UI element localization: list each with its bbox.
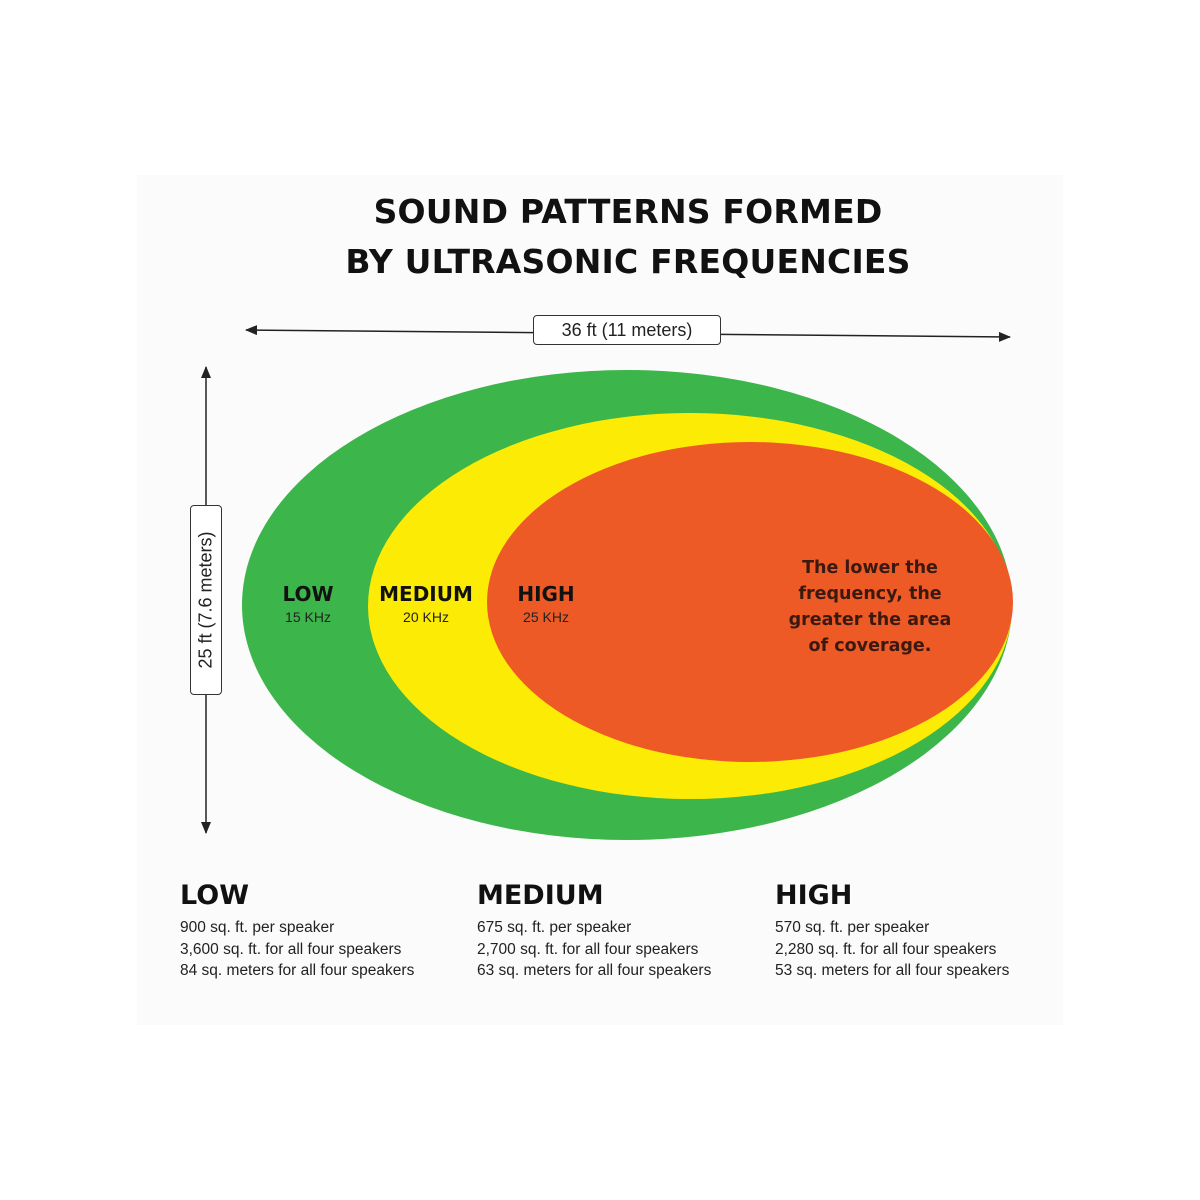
legend-low-heading: LOW <box>180 880 249 911</box>
high-zone-frequency: 25 KHz <box>523 609 569 625</box>
legend-medium-line-3: 63 sq. meters for all four speakers <box>477 962 712 979</box>
legend-low-line-3: 84 sq. meters for all four speakers <box>180 962 415 979</box>
legend-medium-line-2: 2,700 sq. ft. for all four speakers <box>477 940 699 958</box>
low-zone-frequency: 15 KHz <box>285 609 331 625</box>
legend-medium-heading: MEDIUM <box>477 880 604 911</box>
note-line-1: The lower the <box>802 558 938 578</box>
medium-zone-label: MEDIUM <box>379 582 473 606</box>
legend-high-heading: HIGH <box>775 880 853 911</box>
legend-low-line-1: 900 sq. ft. per speaker <box>180 919 335 936</box>
legend-high-line-2: 2,280 sq. ft. for all four speakers <box>775 940 997 958</box>
legend-medium: MEDIUM 675 sq. ft. per speaker 2,700 sq.… <box>477 880 767 982</box>
low-zone-label: LOW <box>282 582 334 606</box>
legend-low-line-2: 3,600 sq. ft. for all four speakers <box>180 940 402 958</box>
legend-high-line-3: 53 sq. meters for all four speakers <box>775 962 1010 979</box>
note-line-4: of coverage. <box>808 636 932 656</box>
coverage-note: The lower the frequency, the greater the… <box>780 555 960 659</box>
height-dimension-box: 25 ft (7.6 meters) <box>190 505 222 695</box>
legend-medium-line-1: 675 sq. ft. per speaker <box>477 919 632 936</box>
height-dimension-label: 25 ft (7.6 meters) <box>195 531 216 669</box>
title-line-2: BY ULTRASONIC FREQUENCIES <box>345 242 911 281</box>
note-line-2: frequency, the <box>798 584 942 604</box>
legend-high: HIGH 570 sq. ft. per speaker 2,280 sq. f… <box>775 880 1065 982</box>
medium-zone-frequency: 20 KHz <box>403 609 449 625</box>
high-zone-label: HIGH <box>517 582 575 606</box>
width-dimension-label: 36 ft (11 meters) <box>533 315 721 345</box>
high-zone-ellipse <box>487 442 1013 762</box>
note-line-3: greater the area <box>788 610 952 630</box>
title-line-1: SOUND PATTERNS FORMED <box>373 192 883 231</box>
legend-high-line-1: 570 sq. ft. per speaker <box>775 919 930 936</box>
legend-low: LOW 900 sq. ft. per speaker 3,600 sq. ft… <box>180 880 470 982</box>
